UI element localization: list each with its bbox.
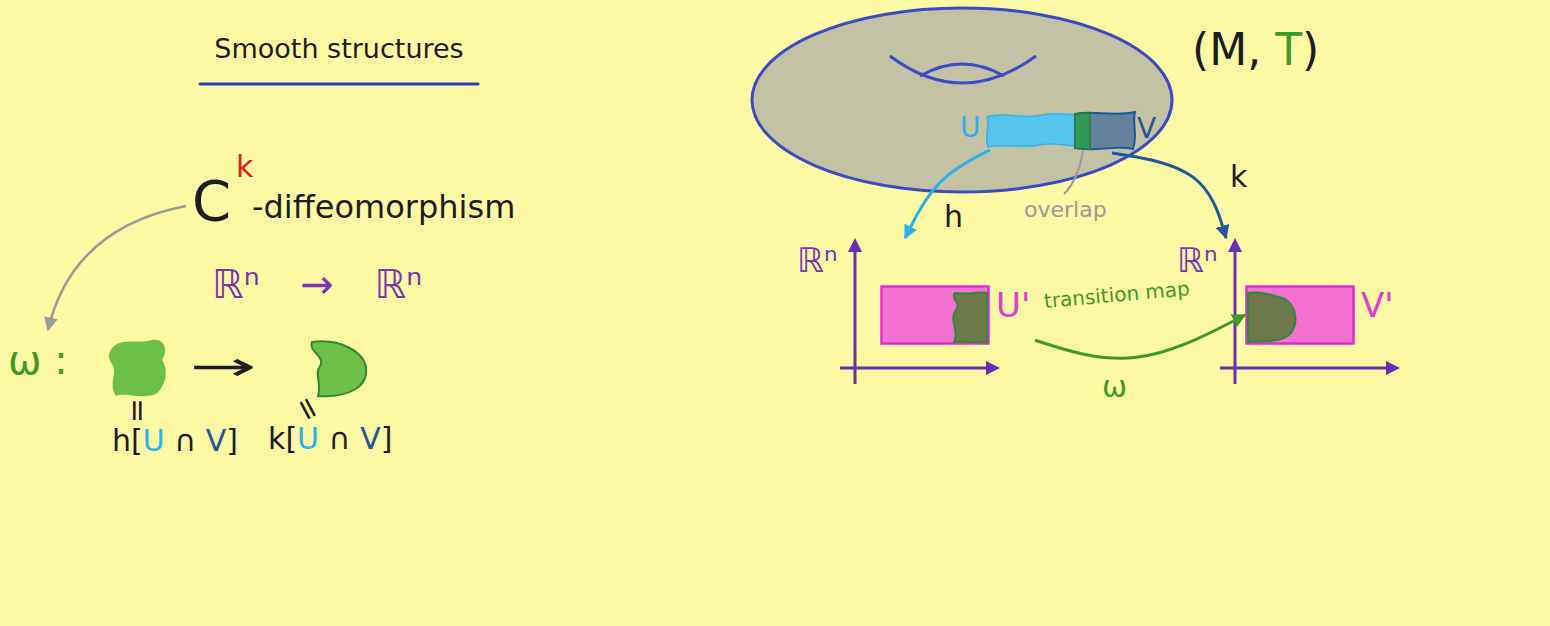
coordinate-plane: ℝⁿV' — [1175, 238, 1400, 388]
title-underline — [200, 83, 478, 86]
glyph: U — [143, 423, 165, 458]
map-arrow — [1112, 153, 1226, 238]
term-label: -diffeomorphism — [252, 190, 515, 225]
torus-hole — [890, 56, 1036, 83]
glyph: [ — [285, 421, 297, 456]
set-label: V' — [1361, 287, 1394, 324]
map-name: ω : — [8, 338, 68, 382]
overlap-region — [1075, 113, 1090, 149]
overlap-blob — [109, 340, 166, 397]
chart-image-rect — [882, 287, 989, 344]
overlap-region — [953, 292, 987, 342]
chart-image: U' — [880, 285, 1035, 345]
glyph — [1261, 24, 1275, 75]
equals-sign: = — [122, 398, 155, 423]
axis — [1234, 250, 1237, 384]
note-label: overlap — [1024, 198, 1107, 222]
glyph: ( — [1192, 24, 1209, 75]
coordinate-plane: ℝⁿU' — [795, 238, 1000, 388]
glyph: h — [112, 423, 131, 458]
set-expression: h[U ∩ V] — [112, 424, 238, 457]
glyph — [165, 423, 175, 458]
glyph: ] — [226, 423, 238, 458]
vpatch-outline — [1075, 108, 1175, 153]
glyph — [351, 421, 361, 456]
page-title: Smooth structures — [214, 34, 463, 64]
axis — [840, 367, 988, 370]
chart-image-rect — [1247, 287, 1354, 344]
map-arrow — [1035, 315, 1245, 358]
axis-head — [848, 238, 862, 252]
glyph: k — [268, 421, 285, 456]
glyph: [ — [131, 423, 143, 458]
torus-hole — [920, 64, 1004, 76]
arrow-symbol: → — [190, 344, 257, 388]
glyph: M — [1209, 24, 1247, 75]
glyph: T — [1275, 24, 1302, 75]
glyph: ] — [381, 421, 393, 456]
map-name: ω — [1102, 370, 1127, 403]
set-label: V — [1137, 114, 1156, 145]
space-label: ℝⁿ — [797, 242, 837, 279]
glyph: ∩ — [329, 421, 351, 456]
pointer-arrow — [48, 206, 186, 330]
map-label: k — [1230, 160, 1247, 193]
glyph: U — [297, 421, 319, 456]
axis-head — [1386, 361, 1400, 375]
superscript: k — [236, 150, 253, 183]
glyph: V — [206, 423, 227, 458]
space-label: ℝⁿ — [1177, 242, 1217, 279]
map-label: h — [944, 200, 963, 233]
axis — [1220, 367, 1388, 370]
chart-domain: V — [1075, 108, 1175, 153]
set-label: U — [960, 113, 981, 144]
chart-image: V' — [1245, 285, 1398, 345]
overlap-region — [1248, 292, 1295, 342]
overlap-blob — [311, 341, 366, 396]
space-label: (M, T) — [1192, 26, 1319, 74]
map-label: transition map — [1043, 277, 1190, 312]
glyph: ) — [1302, 24, 1319, 75]
glyph: , — [1247, 24, 1261, 75]
glyph — [319, 421, 329, 456]
axis-head — [986, 361, 1000, 375]
glyph: ∩ — [174, 423, 196, 458]
open-set — [1075, 112, 1135, 149]
set-label: U' — [996, 287, 1030, 324]
map-signature: ℝⁿ → ℝⁿ — [212, 262, 422, 306]
math-symbol: C — [192, 170, 231, 232]
chart-domain: U — [960, 108, 1090, 150]
axis-head — [1228, 238, 1242, 252]
set-expression: k[U ∩ V] — [268, 422, 392, 455]
glyph — [196, 423, 206, 458]
axis — [854, 250, 857, 384]
torus-body — [752, 8, 1172, 192]
glyph: V — [360, 421, 381, 456]
